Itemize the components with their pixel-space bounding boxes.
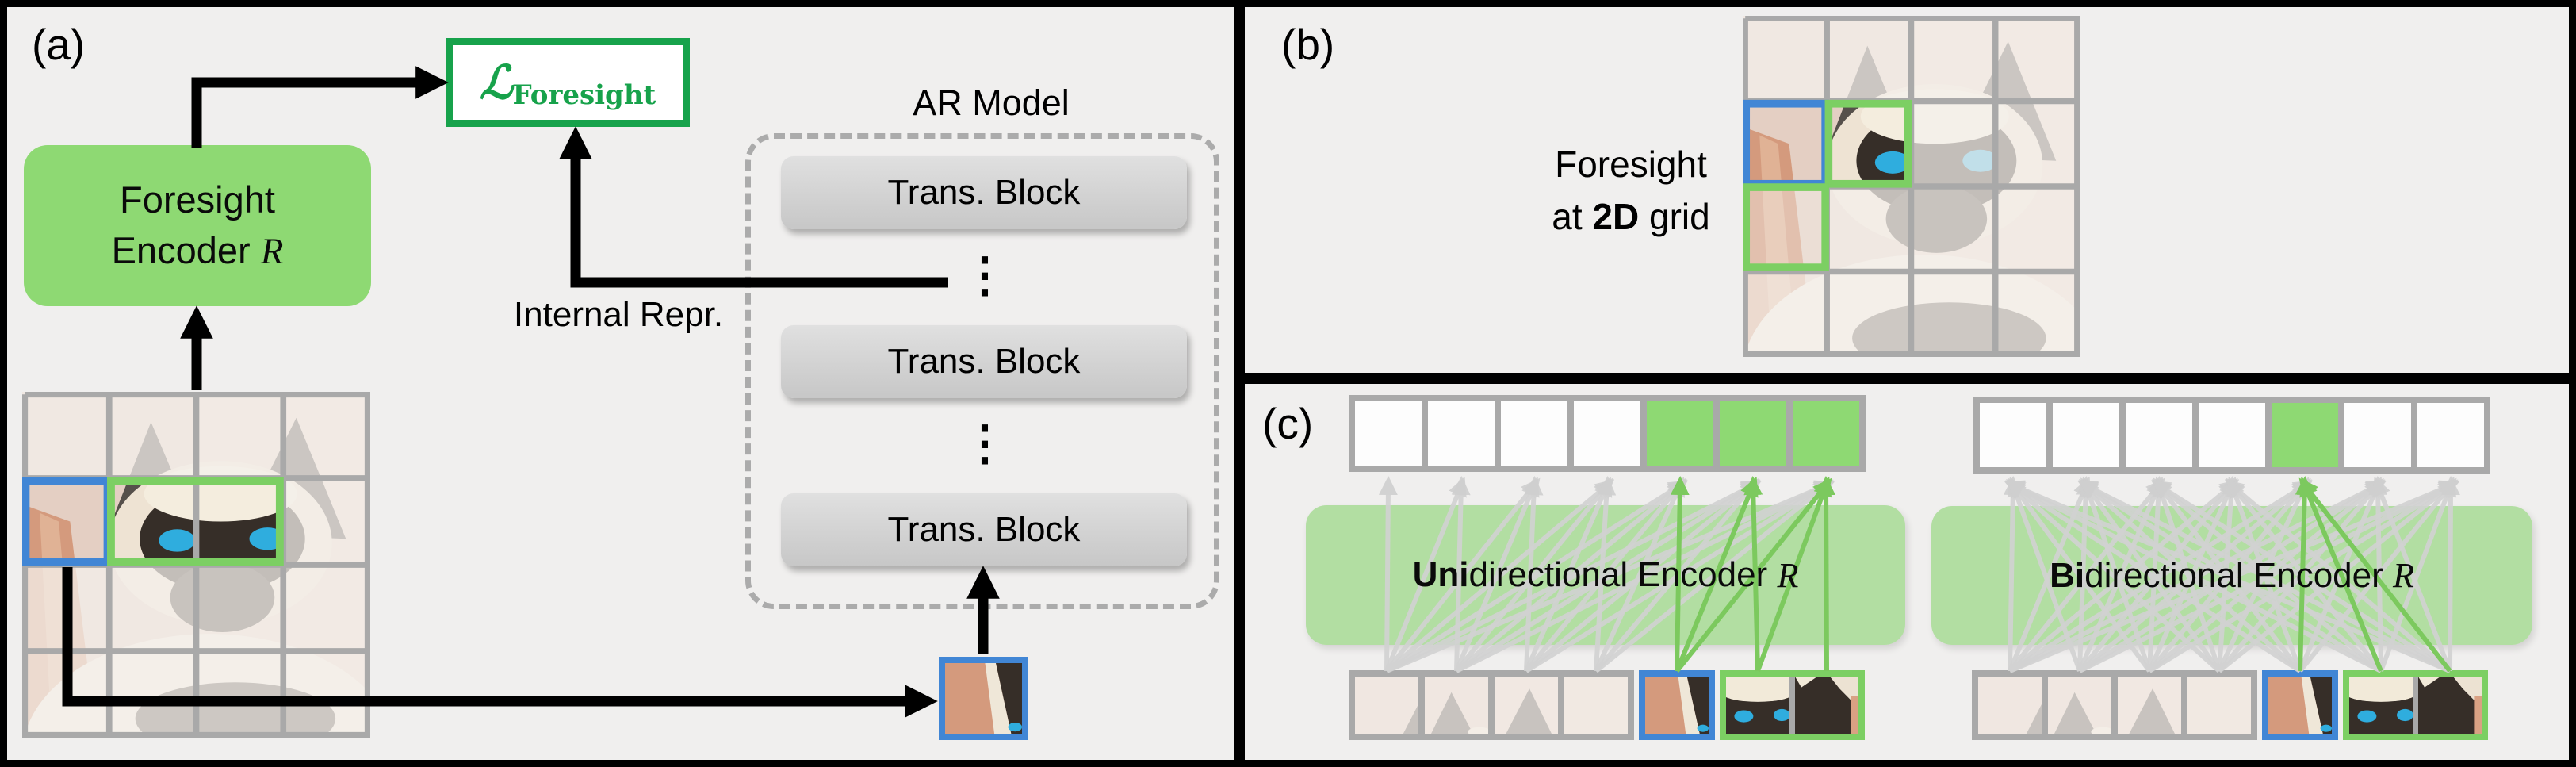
bi-input-strip — [1972, 670, 2488, 740]
bi-foresight-patches-green-border — [2343, 670, 2488, 740]
uni-input-strip — [1349, 670, 1865, 740]
semi-fade-overlay — [1743, 186, 1828, 272]
highlight-green-below-patch — [1743, 183, 1829, 271]
uni-output-token-2 — [1428, 401, 1495, 466]
uni-output-token-1 — [1355, 401, 1422, 466]
ellipsis-dots-2: ⋮ — [961, 416, 1009, 470]
bi-output-token-2 — [2053, 403, 2119, 467]
uni-input-patch-2 — [1418, 677, 1488, 734]
arrow-encoder-to-loss — [191, 66, 449, 148]
fade-cover — [1425, 677, 1488, 734]
bi-input-patch-1 — [1978, 677, 2042, 734]
panel-divider-horizontal — [1234, 373, 2576, 384]
ellipsis-dots-1: ⋮ — [961, 248, 1009, 301]
ar-model-title: AR Model — [913, 82, 1070, 123]
uni-prefix: Uni — [1412, 555, 1469, 594]
bi-output-token-6 — [2344, 403, 2411, 467]
highlight-green-foresight-patches — [107, 477, 284, 566]
uni-input-patch-5 — [1645, 677, 1709, 734]
uni-output-token-row — [1349, 395, 1866, 472]
bi-prefix: Bi — [2050, 555, 2085, 595]
bi-rest: directional Encoder — [2084, 555, 2383, 595]
uni-output-token-6-highlighted — [1720, 401, 1786, 466]
uni-output-token-3 — [1501, 401, 1567, 466]
bi-output-token-5-highlighted — [2272, 403, 2338, 467]
uni-rest: directional Encoder — [1468, 555, 1768, 594]
internal-repr-label: Internal Repr. — [513, 295, 724, 334]
panel-b-label: (b) — [1281, 20, 1335, 69]
bi-output-token-row — [1973, 397, 2490, 474]
fade-cover — [2048, 677, 2111, 734]
foresight-encoder-var: R — [260, 230, 284, 272]
uni-output-token-7-highlighted — [1793, 401, 1859, 466]
bi-current-patch-blue-border — [2262, 670, 2338, 740]
highlight-green-right-patch — [1824, 99, 1912, 188]
loss-subscript: Foresight — [512, 79, 656, 111]
panel-b-caption-line2: at 2D grid — [1484, 195, 1778, 238]
uni-current-patch-blue-border — [1639, 670, 1715, 740]
loss-symbol: ℒ — [479, 56, 513, 109]
uni-input-patch-4 — [1558, 677, 1628, 734]
foresight-encoder-line2: Encoder — [111, 228, 251, 271]
panel-a-label: (a) — [32, 20, 86, 69]
bi-input-patch-7 — [2413, 677, 2482, 734]
bi-input-patch-2 — [2042, 677, 2111, 734]
uni-output-token-5-highlighted — [1647, 401, 1713, 466]
uni-foresight-patches-green-border — [1720, 670, 1865, 740]
foresight-encoder-line1: Foresight — [120, 178, 275, 221]
ar-input-patch-art — [945, 663, 1022, 734]
uni-input-patch-6 — [1726, 677, 1789, 734]
bi-input-patch-6 — [2349, 677, 2413, 734]
bi-input-patch-5 — [2268, 677, 2332, 734]
uni-input-patch-7 — [1789, 677, 1858, 734]
bi-output-token-4 — [2199, 403, 2265, 467]
transformer-block-2: Trans. Block — [781, 325, 1187, 398]
image-grid-panel-b — [1743, 16, 2080, 357]
uni-output-token-4 — [1574, 401, 1640, 466]
bi-input-patch-3 — [2111, 677, 2181, 734]
fade-cover — [1978, 677, 2042, 734]
caption-line2-pre: at — [1552, 196, 1593, 237]
caption-line2-post: grid — [1639, 196, 1710, 237]
fade-cover — [2118, 677, 2181, 734]
uni-input-patch-3 — [1488, 677, 1558, 734]
bi-var: R — [2393, 556, 2414, 595]
panel-c-label: (c) — [1262, 399, 1314, 448]
fade-cover — [1495, 677, 1558, 734]
panel-b-caption-line1: Foresight — [1555, 144, 1707, 185]
caption-line2-bold: 2D — [1592, 196, 1640, 237]
image-grid-panel-a — [22, 392, 370, 738]
ar-input-patch-blue — [939, 657, 1028, 740]
fade-cover — [1355, 677, 1418, 734]
transformer-block-3: Trans. Block — [781, 493, 1187, 566]
transformer-block-1: Trans. Block — [781, 156, 1187, 229]
bi-output-token-7 — [2417, 403, 2484, 467]
bi-output-token-1 — [1980, 403, 2046, 467]
bi-output-token-3 — [2126, 403, 2192, 467]
uni-var: R — [1777, 555, 1799, 595]
fade-cover — [2187, 677, 2251, 734]
foresight-encoder-box: Foresight Encoder R — [24, 145, 371, 306]
bi-context-patch-group — [1972, 670, 2257, 740]
fade-cover — [1564, 677, 1628, 734]
uni-input-patch-1 — [1355, 677, 1418, 734]
bi-input-patch-4 — [2181, 677, 2251, 734]
uni-context-patch-group — [1349, 670, 1634, 740]
